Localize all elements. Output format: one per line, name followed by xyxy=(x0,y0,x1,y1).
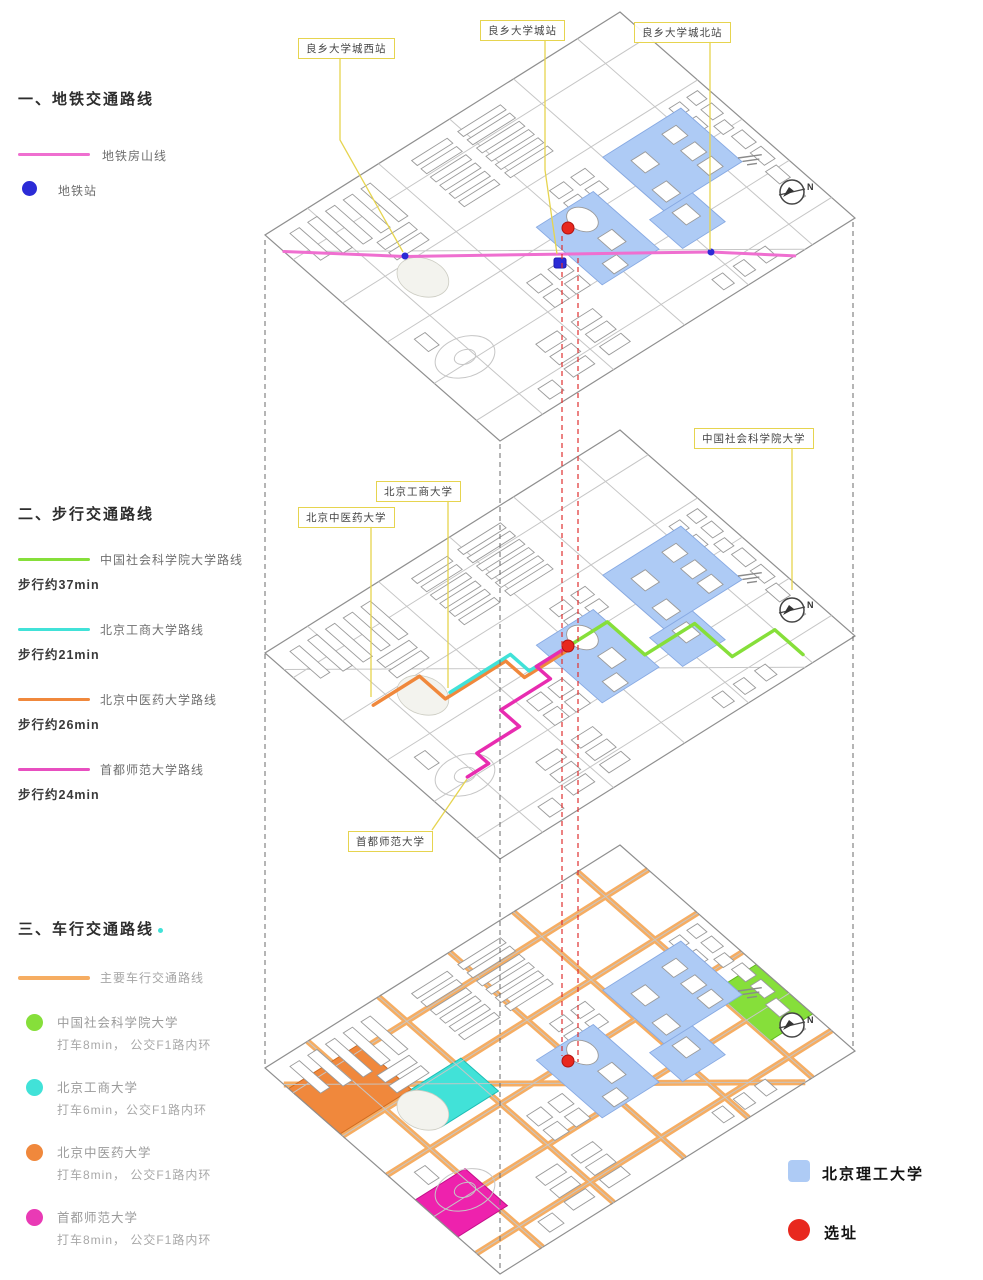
route-cass-time: 步行约37min xyxy=(18,578,100,592)
main-road-swatch xyxy=(18,976,90,980)
route-cnu-swatch xyxy=(18,768,90,771)
route-bucm-time: 步行约26min xyxy=(18,718,100,732)
callout-station-main: 良乡大学城站 xyxy=(480,20,565,41)
driving-map: N xyxy=(265,845,855,1274)
route-btbu-swatch xyxy=(18,628,90,631)
callout-leaders xyxy=(339,39,793,831)
north-compass-icon: N xyxy=(778,179,814,205)
callout-univ-bucm: 北京中医药大学 xyxy=(298,507,395,528)
route-cass-swatch xyxy=(18,558,90,561)
compass-north-label: N xyxy=(807,1015,814,1025)
bit-campus-label: 北京理工大学 xyxy=(822,1166,925,1183)
callout-univ-cass: 中国社会科学院大学 xyxy=(694,428,814,449)
callout-station-north: 良乡大学城北站 xyxy=(634,22,731,43)
route-cnu-line xyxy=(423,646,613,777)
bit-campus-swatch xyxy=(788,1160,810,1182)
callout-station-west: 良乡大学城西站 xyxy=(298,38,395,59)
callout-univ-cnu: 首都师范大学 xyxy=(348,831,433,852)
metro-map: N xyxy=(265,12,855,441)
route-bucm-swatch xyxy=(18,698,90,701)
metro-fangshan-line xyxy=(284,66,795,441)
route-btbu-label: 北京工商大学路线 xyxy=(100,623,205,637)
site-marker xyxy=(561,221,575,235)
cyan-dot-decoration xyxy=(158,927,164,933)
callout-univ-btbu: 北京工商大学 xyxy=(376,481,461,502)
site-marker xyxy=(561,639,575,653)
cass-label: 中国社会科学院大学 xyxy=(57,1016,179,1030)
metro-station-swatch xyxy=(22,181,37,196)
bucm-label: 北京中医药大学 xyxy=(57,1146,152,1160)
metro-line-swatch xyxy=(18,153,90,156)
route-bucm-line xyxy=(373,612,567,745)
north-compass-icon: N xyxy=(778,597,814,623)
main-road-label: 主要车行交通路线 xyxy=(100,971,205,985)
cnu-dot-swatch xyxy=(26,1209,43,1226)
walking-section-title: 二、步行交通路线 xyxy=(18,506,155,523)
route-btbu-time: 步行约21min xyxy=(18,648,100,662)
site-marker xyxy=(561,1054,575,1068)
cnu-label: 首都师范大学 xyxy=(57,1211,139,1225)
walking-map: N xyxy=(265,430,855,859)
site-swatch xyxy=(788,1219,810,1241)
cass-dot-swatch xyxy=(26,1014,43,1031)
stack-connectors xyxy=(264,222,854,1270)
metro-line-label: 地铁房山线 xyxy=(102,149,168,163)
metro-station-label: 地铁站 xyxy=(58,184,98,198)
route-cass-label: 中国社会科学院大学路线 xyxy=(100,553,244,567)
site-label: 选址 xyxy=(824,1225,859,1242)
driving-section-title: 三、车行交通路线 xyxy=(18,918,164,939)
btbu-label: 北京工商大学 xyxy=(57,1081,139,1095)
route-cnu-time: 步行约24min xyxy=(18,788,100,802)
btbu-dot-swatch xyxy=(26,1079,43,1096)
compass-north-label: N xyxy=(807,182,814,192)
route-cass-line xyxy=(568,564,803,737)
route-bucm-label: 北京中医药大学路线 xyxy=(100,693,218,707)
cnu-sub: 打车8min， 公交F1路内环 xyxy=(57,1233,212,1247)
metro-stations xyxy=(401,248,715,269)
compass-north-label: N xyxy=(807,600,814,610)
metro-section-title: 一、地铁交通路线 xyxy=(18,91,155,108)
route-cnu-label: 首都师范大学路线 xyxy=(100,763,205,777)
bucm-dot-swatch xyxy=(26,1144,43,1161)
north-compass-icon: N xyxy=(778,1012,814,1038)
btbu-sub: 打车6min，公交F1路内环 xyxy=(57,1103,208,1117)
cass-sub: 打车8min， 公交F1路内环 xyxy=(57,1038,212,1052)
bucm-sub: 打车8min， 公交F1路内环 xyxy=(57,1168,212,1182)
